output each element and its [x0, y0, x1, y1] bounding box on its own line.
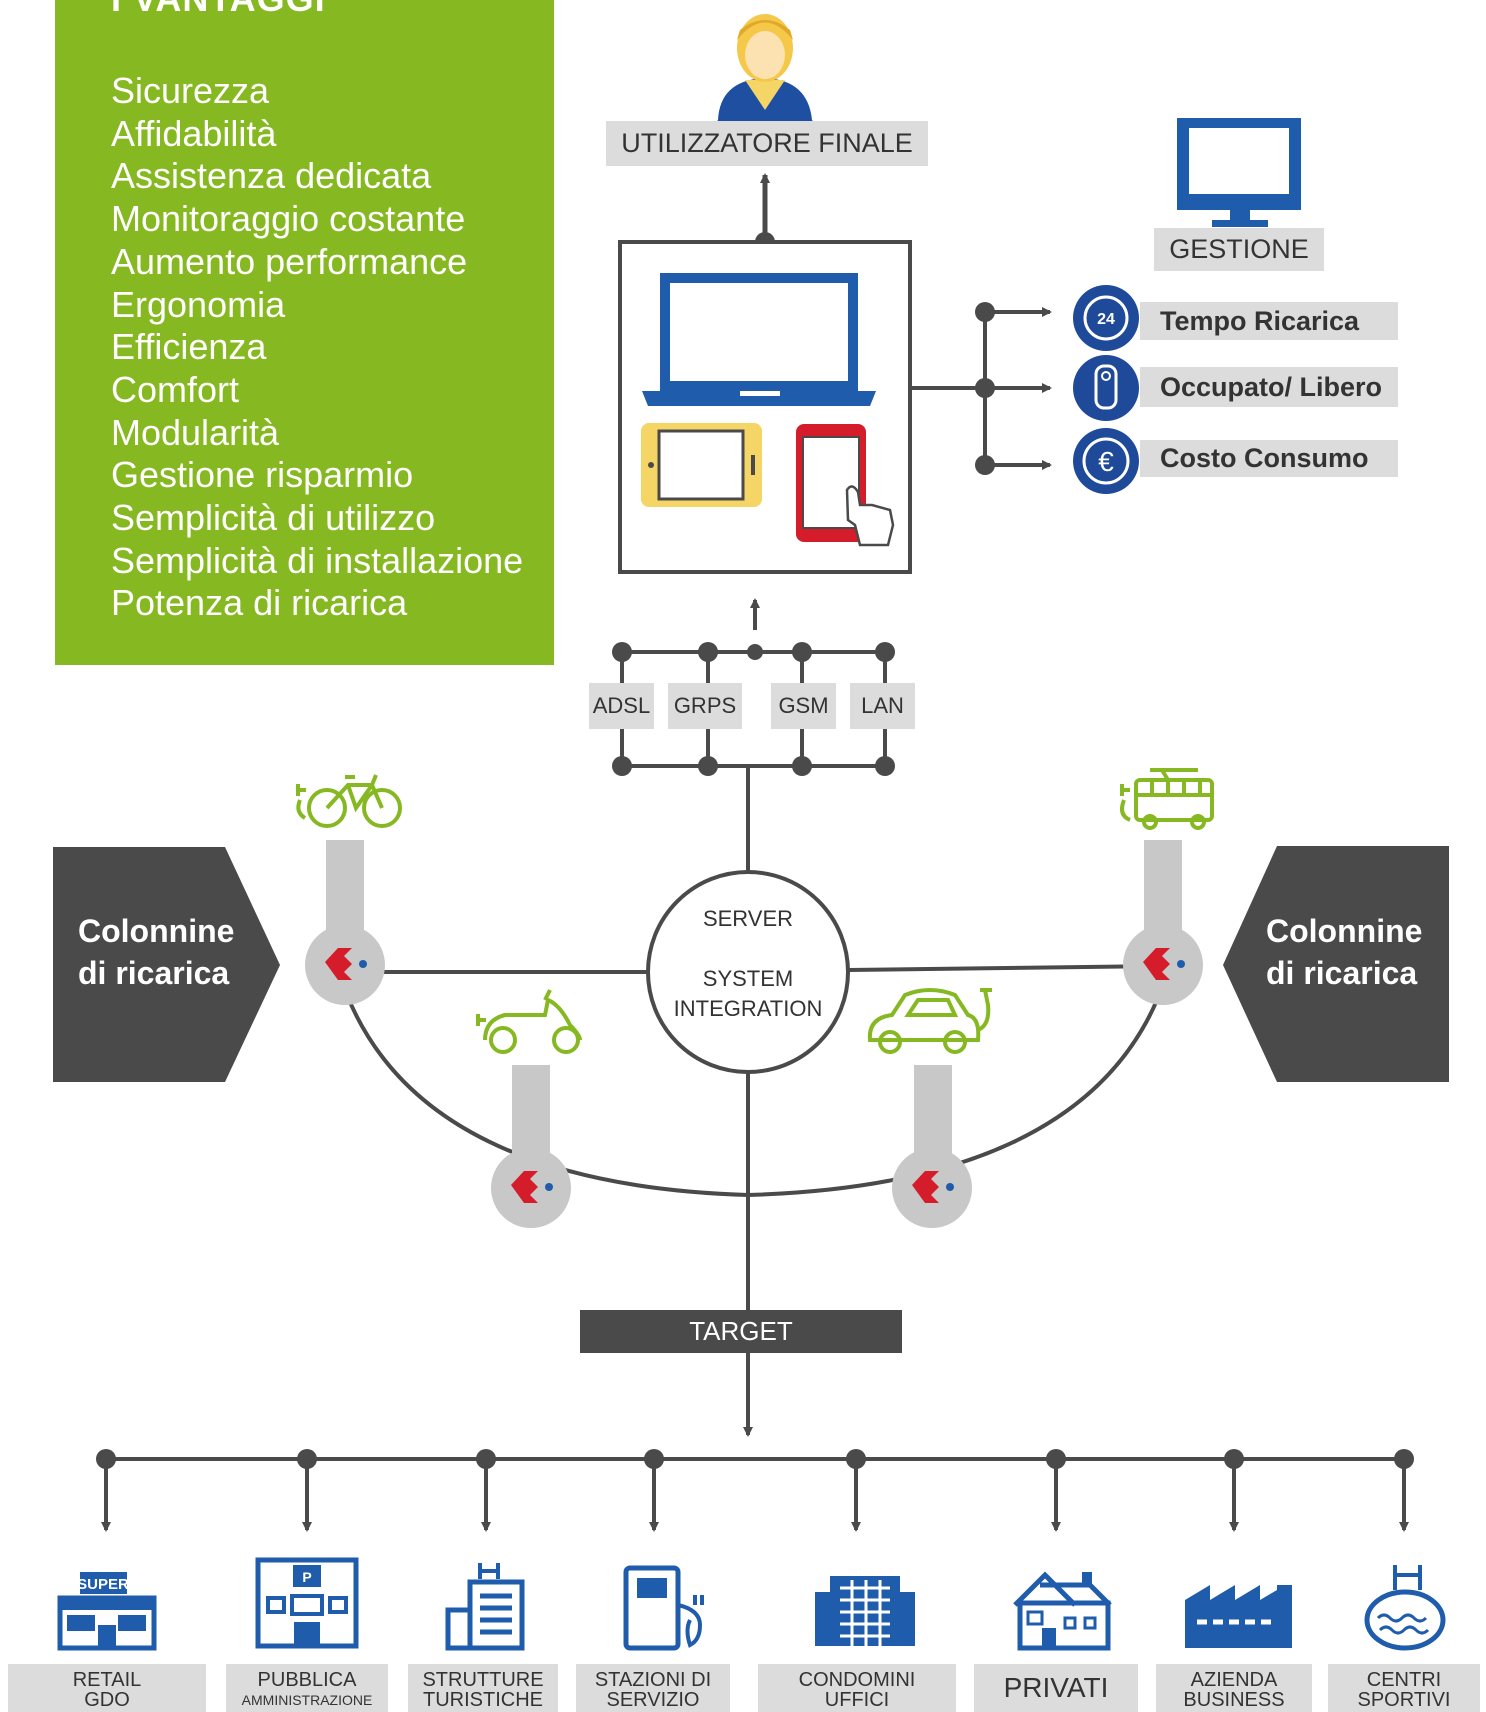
left-hex-line1: Colonnine: [78, 913, 235, 949]
public-building-icon: P: [255, 1557, 359, 1649]
connectivity-lan: LAN: [850, 683, 915, 729]
target-line2: TURISTICHE: [423, 1689, 543, 1711]
advantage-item: Modularità: [111, 411, 280, 453]
svg-text:€: €: [1098, 446, 1114, 477]
target-line2: GDO: [84, 1689, 130, 1711]
e-tram-icon: [1120, 768, 1214, 830]
end-user-label: UTILIZZATORE FINALE: [606, 121, 928, 166]
hotel-icon: [445, 1563, 525, 1651]
target-line1: RETAIL: [72, 1669, 142, 1691]
advantage-item: Semplicità di utilizzo: [111, 497, 436, 539]
target-label-public: PUBBLICA AMMINISTRAZIONE: [226, 1664, 388, 1712]
charging-post-icon: [491, 1065, 571, 1228]
e-bike-icon: [296, 774, 402, 828]
tablet-icon: [641, 423, 762, 507]
advantage-item: Affidabilità: [111, 112, 277, 154]
advantage-item: Gestione risparmio: [111, 454, 414, 496]
fuel-station-icon: [623, 1565, 704, 1651]
feature-label-charge-time: Tempo Ricarica: [1140, 302, 1398, 340]
right-hex-line2: di ricarica: [1266, 955, 1418, 991]
integration-label: INTEGRATION: [673, 996, 823, 1021]
target-line2: UFFICI: [824, 1689, 890, 1711]
charging-post-icon: [892, 1065, 972, 1228]
target-label-private: PRIVATI: [974, 1664, 1138, 1712]
laptop-icon: [642, 273, 876, 406]
advantage-item: Aumento performance: [111, 240, 468, 282]
system-label: SYSTEM: [702, 966, 794, 991]
target-label-tourism: STRUTTURE TURISTICHE: [408, 1664, 558, 1712]
target-label-stations: STAZIONI DI SERVIZIO: [576, 1664, 730, 1712]
left-hex-line2: di ricarica: [78, 955, 230, 991]
target-line2: SPORTIVI: [1357, 1689, 1451, 1711]
target-line1: CONDOMINI: [798, 1669, 916, 1691]
connectivity-grps: GRPS: [668, 683, 742, 729]
factory-icon: [1185, 1585, 1292, 1648]
connectivity-adsl: ADSL: [589, 683, 654, 729]
target-label-business: AZIENDA BUSINESS: [1156, 1664, 1312, 1712]
right-hex-line1: Colonnine: [1266, 913, 1423, 949]
advantages-title: I VANTAGGI: [111, 0, 326, 20]
svg-text:SUPER: SUPER: [77, 1576, 129, 1593]
target-label-condos: CONDOMINI UFFICI: [758, 1664, 956, 1712]
supermarket-icon: SUPER: [57, 1572, 157, 1651]
target-bar: TARGET: [580, 1310, 902, 1353]
monitor-icon: [1177, 118, 1301, 227]
target-label-sports: CENTRI SPORTIVI: [1328, 1664, 1480, 1712]
advantage-item: Efficienza: [111, 326, 267, 368]
svg-text:P: P: [302, 1569, 311, 1585]
target-line2: AMMINISTRAZIONE: [241, 1692, 373, 1708]
advantages-list: Sicurezza Affidabilità Assistenza dedica…: [111, 70, 523, 625]
target-line2: SERVIZIO: [606, 1689, 700, 1711]
e-car-icon: [867, 988, 992, 1054]
advantage-item: Comfort: [111, 368, 240, 410]
advantage-item: Semplicità di installazione: [111, 539, 524, 581]
management-label: GESTIONE: [1154, 228, 1324, 271]
target-bus: [96, 1449, 1414, 1532]
target-line1: PRIVATI: [1003, 1672, 1109, 1703]
advantage-item: Potenza di ricarica: [111, 582, 408, 624]
charging-post-icon: [305, 840, 385, 1005]
e-scooter-icon: [476, 989, 582, 1054]
charging-post-icon: [1123, 840, 1203, 1005]
target-line2: BUSINESS: [1183, 1689, 1285, 1711]
target-line1: STRUTTURE: [422, 1669, 544, 1691]
smartphone-icon: [796, 424, 895, 547]
advantage-item: Ergonomia: [111, 283, 286, 325]
advantage-item: Monitoraggio costante: [111, 198, 466, 240]
euro-icon: €: [1073, 428, 1139, 494]
house-icon: [1013, 1571, 1112, 1651]
swimming-pool-icon: [1364, 1565, 1446, 1651]
target-line1: STAZIONI DI: [594, 1669, 712, 1691]
door-hanger-icon: [1073, 355, 1139, 421]
target-line1: CENTRI: [1366, 1669, 1442, 1691]
advantage-item: Sicurezza: [111, 70, 270, 111]
connectivity-gsm: GSM: [771, 683, 836, 729]
feature-label-occupancy: Occupato/ Libero: [1140, 367, 1398, 407]
left-hex: [53, 847, 280, 1082]
advantages-panel: I VANTAGGI Sicurezza Affidabilità Assist…: [55, 0, 554, 665]
clock-24-icon: 24: [1073, 285, 1139, 351]
svg-text:24: 24: [1097, 311, 1115, 328]
feature-label-cost: Costo Consumo: [1140, 440, 1398, 477]
advantage-item: Assistenza dedicata: [111, 155, 432, 197]
target-line1: AZIENDA: [1190, 1669, 1278, 1691]
target-label-retail: RETAIL GDO: [8, 1664, 206, 1712]
office-building-icon: [815, 1576, 915, 1646]
user-icon: [715, 14, 815, 124]
right-hex: [1223, 846, 1449, 1082]
server-label: SERVER: [702, 906, 794, 931]
target-line1: PUBBLICA: [257, 1669, 357, 1691]
